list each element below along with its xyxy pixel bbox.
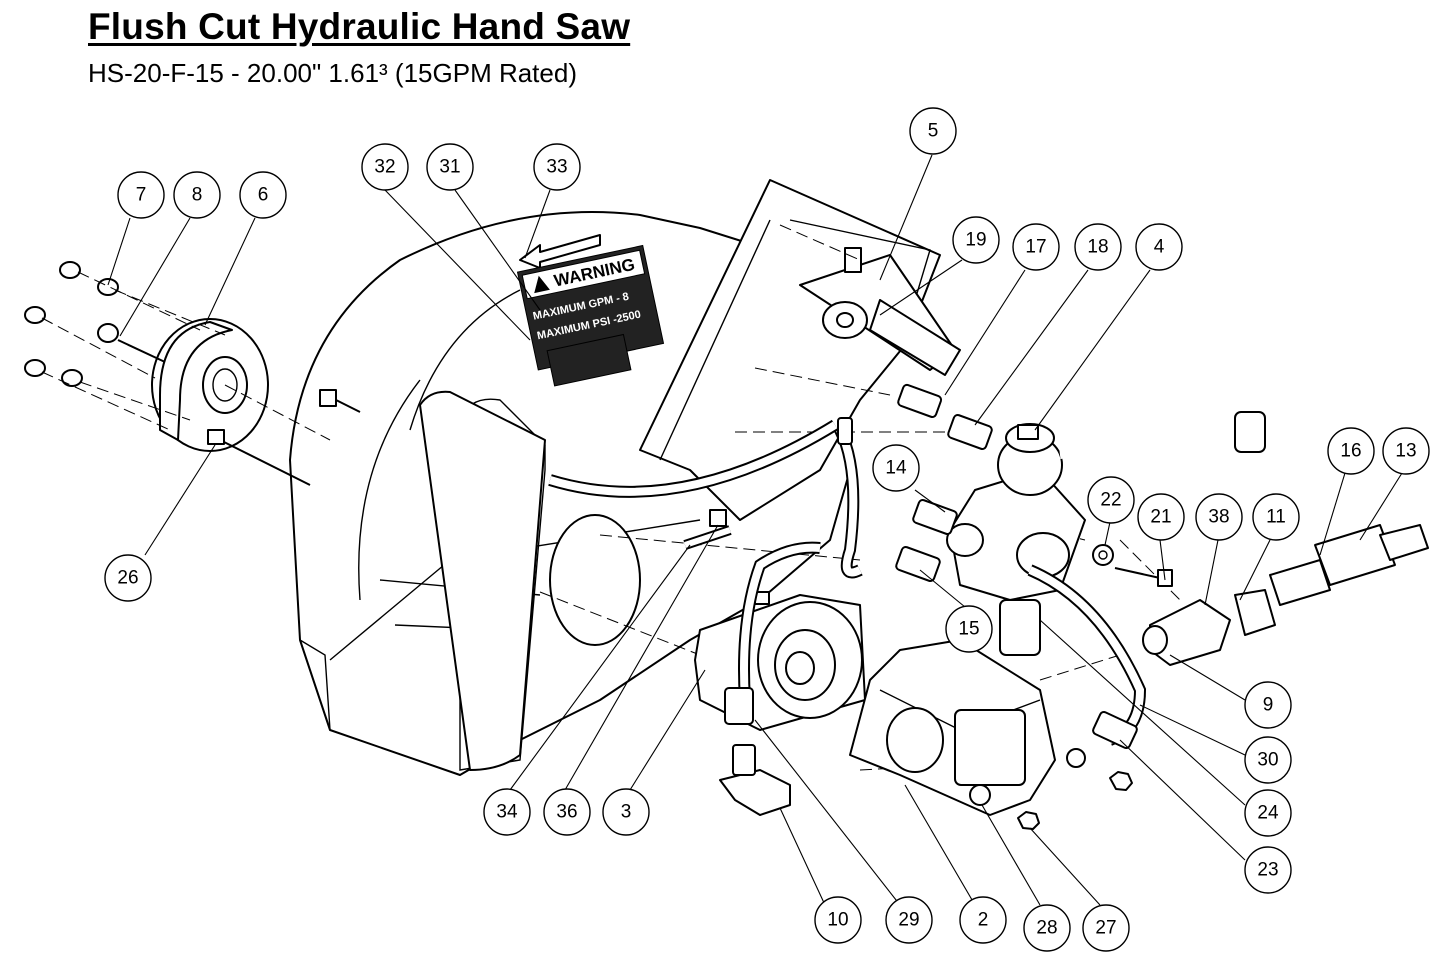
- svg-text:3: 3: [621, 802, 632, 823]
- clamp-assembly: [799, 247, 961, 376]
- svg-text:38: 38: [1208, 507, 1229, 528]
- flow-valve: [946, 423, 1086, 656]
- svg-text:8: 8: [192, 185, 203, 206]
- callout-4: 4: [1135, 223, 1183, 271]
- callout-22: 22: [1087, 476, 1135, 524]
- quick-connect-assembly: [1092, 524, 1429, 666]
- svg-text:30: 30: [1257, 750, 1278, 771]
- svg-text:18: 18: [1087, 237, 1108, 258]
- callout-8: 8: [173, 171, 221, 219]
- callout-38: 38: [1195, 493, 1243, 541]
- svg-text:21: 21: [1150, 507, 1171, 528]
- svg-text:7: 7: [136, 185, 147, 206]
- svg-text:2: 2: [978, 910, 989, 931]
- blade-flange: [151, 318, 269, 452]
- hoses: [548, 411, 1266, 746]
- svg-text:31: 31: [439, 157, 460, 178]
- svg-text:33: 33: [546, 157, 567, 178]
- svg-text:17: 17: [1025, 237, 1046, 258]
- svg-text:4: 4: [1154, 237, 1165, 258]
- callout-27: 27: [1082, 904, 1130, 952]
- callout-9: 9: [1244, 681, 1292, 729]
- assembly-lines: [41, 224, 1181, 771]
- svg-text:5: 5: [928, 121, 939, 142]
- svg-text:13: 13: [1395, 441, 1416, 462]
- svg-text:29: 29: [898, 910, 919, 931]
- pump-body: [849, 639, 1133, 830]
- svg-text:27: 27: [1095, 918, 1116, 939]
- callout-30: 30: [1244, 736, 1292, 784]
- callout-11: 11: [1252, 493, 1300, 541]
- callout-3: 3: [602, 788, 650, 836]
- svg-text:19: 19: [965, 230, 986, 251]
- maker-plate: [546, 333, 632, 387]
- svg-text:23: 23: [1257, 860, 1278, 881]
- callout-16: 16: [1327, 427, 1375, 475]
- svg-text:36: 36: [556, 802, 577, 823]
- warning-label: WARNING MAXIMUM GPM - 8 MAXIMUM PSI -250…: [516, 244, 665, 371]
- page-subtitle: HS-20-F-15 - 20.00" 1.61³ (15GPM Rated): [88, 58, 577, 88]
- callout-17: 17: [1012, 223, 1060, 271]
- svg-text:15: 15: [958, 619, 979, 640]
- callout-6: 6: [239, 171, 287, 219]
- svg-text:32: 32: [374, 157, 395, 178]
- callout-26: 26: [104, 554, 152, 602]
- svg-text:14: 14: [885, 458, 907, 479]
- callout-23: 23: [1244, 846, 1292, 894]
- svg-text:22: 22: [1100, 490, 1121, 511]
- callout-32: 32: [361, 143, 409, 191]
- callout-29: 29: [885, 896, 933, 944]
- svg-text:24: 24: [1257, 803, 1279, 824]
- svg-text:28: 28: [1036, 918, 1057, 939]
- callout-2: 2: [959, 896, 1007, 944]
- callout-28: 28: [1023, 904, 1071, 952]
- callout-34: 34: [483, 788, 531, 836]
- svg-text:6: 6: [258, 185, 269, 206]
- svg-text:34: 34: [496, 802, 518, 823]
- callout-36: 36: [543, 788, 591, 836]
- callout-14: 14: [872, 444, 920, 492]
- svg-text:9: 9: [1263, 695, 1274, 716]
- svg-text:10: 10: [827, 910, 848, 931]
- fittings: [709, 383, 1138, 816]
- callout-24: 24: [1244, 789, 1292, 837]
- callout-7: 7: [117, 171, 165, 219]
- callout-10: 10: [814, 896, 862, 944]
- callout-31: 31: [426, 143, 474, 191]
- callout-33: 33: [533, 143, 581, 191]
- flange-screws: [24, 261, 361, 486]
- leader-lines: [107, 154, 1403, 906]
- svg-text:11: 11: [1266, 507, 1286, 528]
- callout-18: 18: [1074, 223, 1122, 271]
- svg-text:26: 26: [117, 568, 138, 589]
- callout-19: 19: [952, 216, 1000, 264]
- callout-21: 21: [1137, 493, 1185, 541]
- callout-13: 13: [1382, 427, 1430, 475]
- callout-15: 15: [945, 605, 993, 653]
- callout-5: 5: [909, 107, 957, 155]
- page-title: Flush Cut Hydraulic Hand Saw: [88, 6, 631, 47]
- svg-text:16: 16: [1340, 441, 1361, 462]
